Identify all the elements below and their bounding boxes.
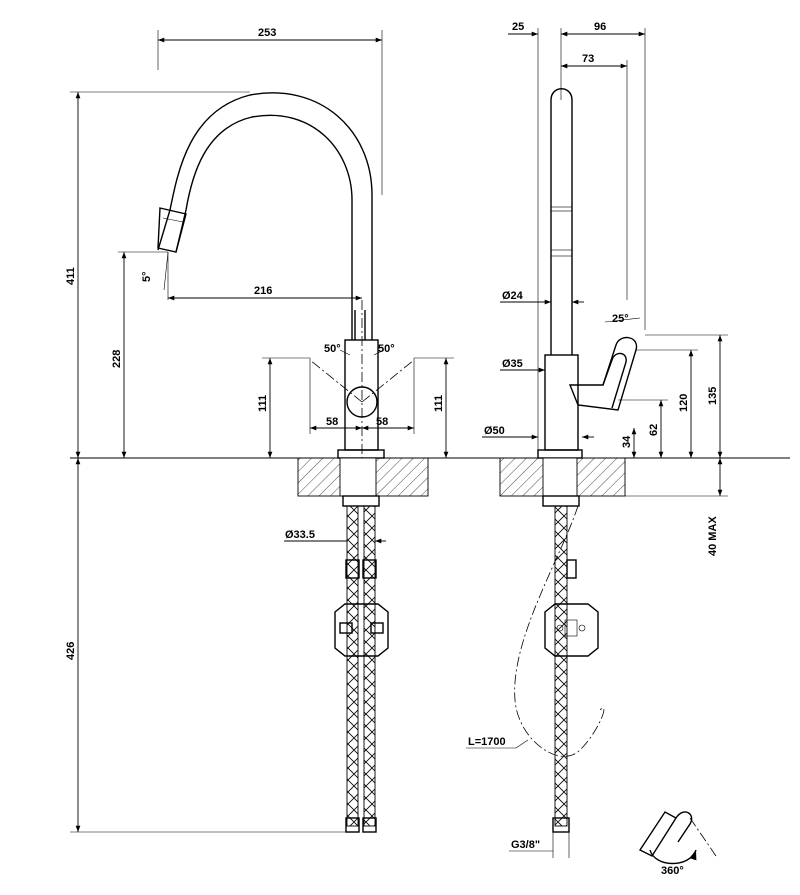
rotation-label: 360° [661,865,684,877]
side-hose [554,505,568,827]
dim-lever-angle-left: 50° [324,343,341,355]
front-spout [157,92,373,340]
side-hose-clamp [544,603,599,657]
dim-spout-tilt: 5° [141,271,153,282]
dim-body-height-left: 111 [257,395,269,412]
front-view: 253 411 426 228 5° 216 50° 50° 111 111 [65,27,790,833]
dim-lever-offset-right: 58 [376,416,388,428]
dim-height-34: 34 [621,435,633,448]
dim-spout-diameter: Ø24 [502,290,524,302]
dim-top-offset: 25 [512,21,524,33]
dim-shank-diameter: Ø33.5 [285,529,315,541]
dim-total-depth: 96 [594,21,606,33]
front-body [344,339,379,451]
dim-height-120: 120 [678,394,690,412]
side-pullout-hose [514,505,605,757]
dim-height-135: 135 [707,387,719,405]
dim-base-diameter: Ø50 [484,425,505,437]
front-hose-right [363,505,376,827]
dim-body-height-right: 111 [433,395,445,412]
front-spray-head [157,207,187,253]
dim-below-deck: 426 [65,642,77,660]
dim-lever-offset-left: 58 [326,416,338,428]
dim-deck-thickness: 40 MAX [707,516,719,556]
side-lever [568,336,638,411]
dim-lever-angle-right: 50° [378,343,395,355]
dim-overall-height: 411 [65,267,77,285]
dim-body-diameter: Ø35 [502,358,523,370]
side-view: 25 96 73 Ø24 25° Ø35 Ø50 135 120 62 34 [466,21,728,858]
dim-spout-height: 228 [111,350,123,368]
dim-spout-depth: 73 [582,53,594,65]
side-spout [550,88,573,355]
front-hose-left [346,505,359,827]
side-body [544,354,579,451]
dim-height-62: 62 [648,424,660,436]
rotation-icon: 360° [638,811,717,877]
dim-spout-reach: 216 [254,285,272,297]
dim-lever-angle: 25° [612,313,629,325]
dim-connection: G3/8" [511,839,540,851]
dim-overall-width: 253 [258,27,276,39]
dim-hose-length: L=1700 [468,736,506,748]
front-hose-clamp [334,603,389,657]
